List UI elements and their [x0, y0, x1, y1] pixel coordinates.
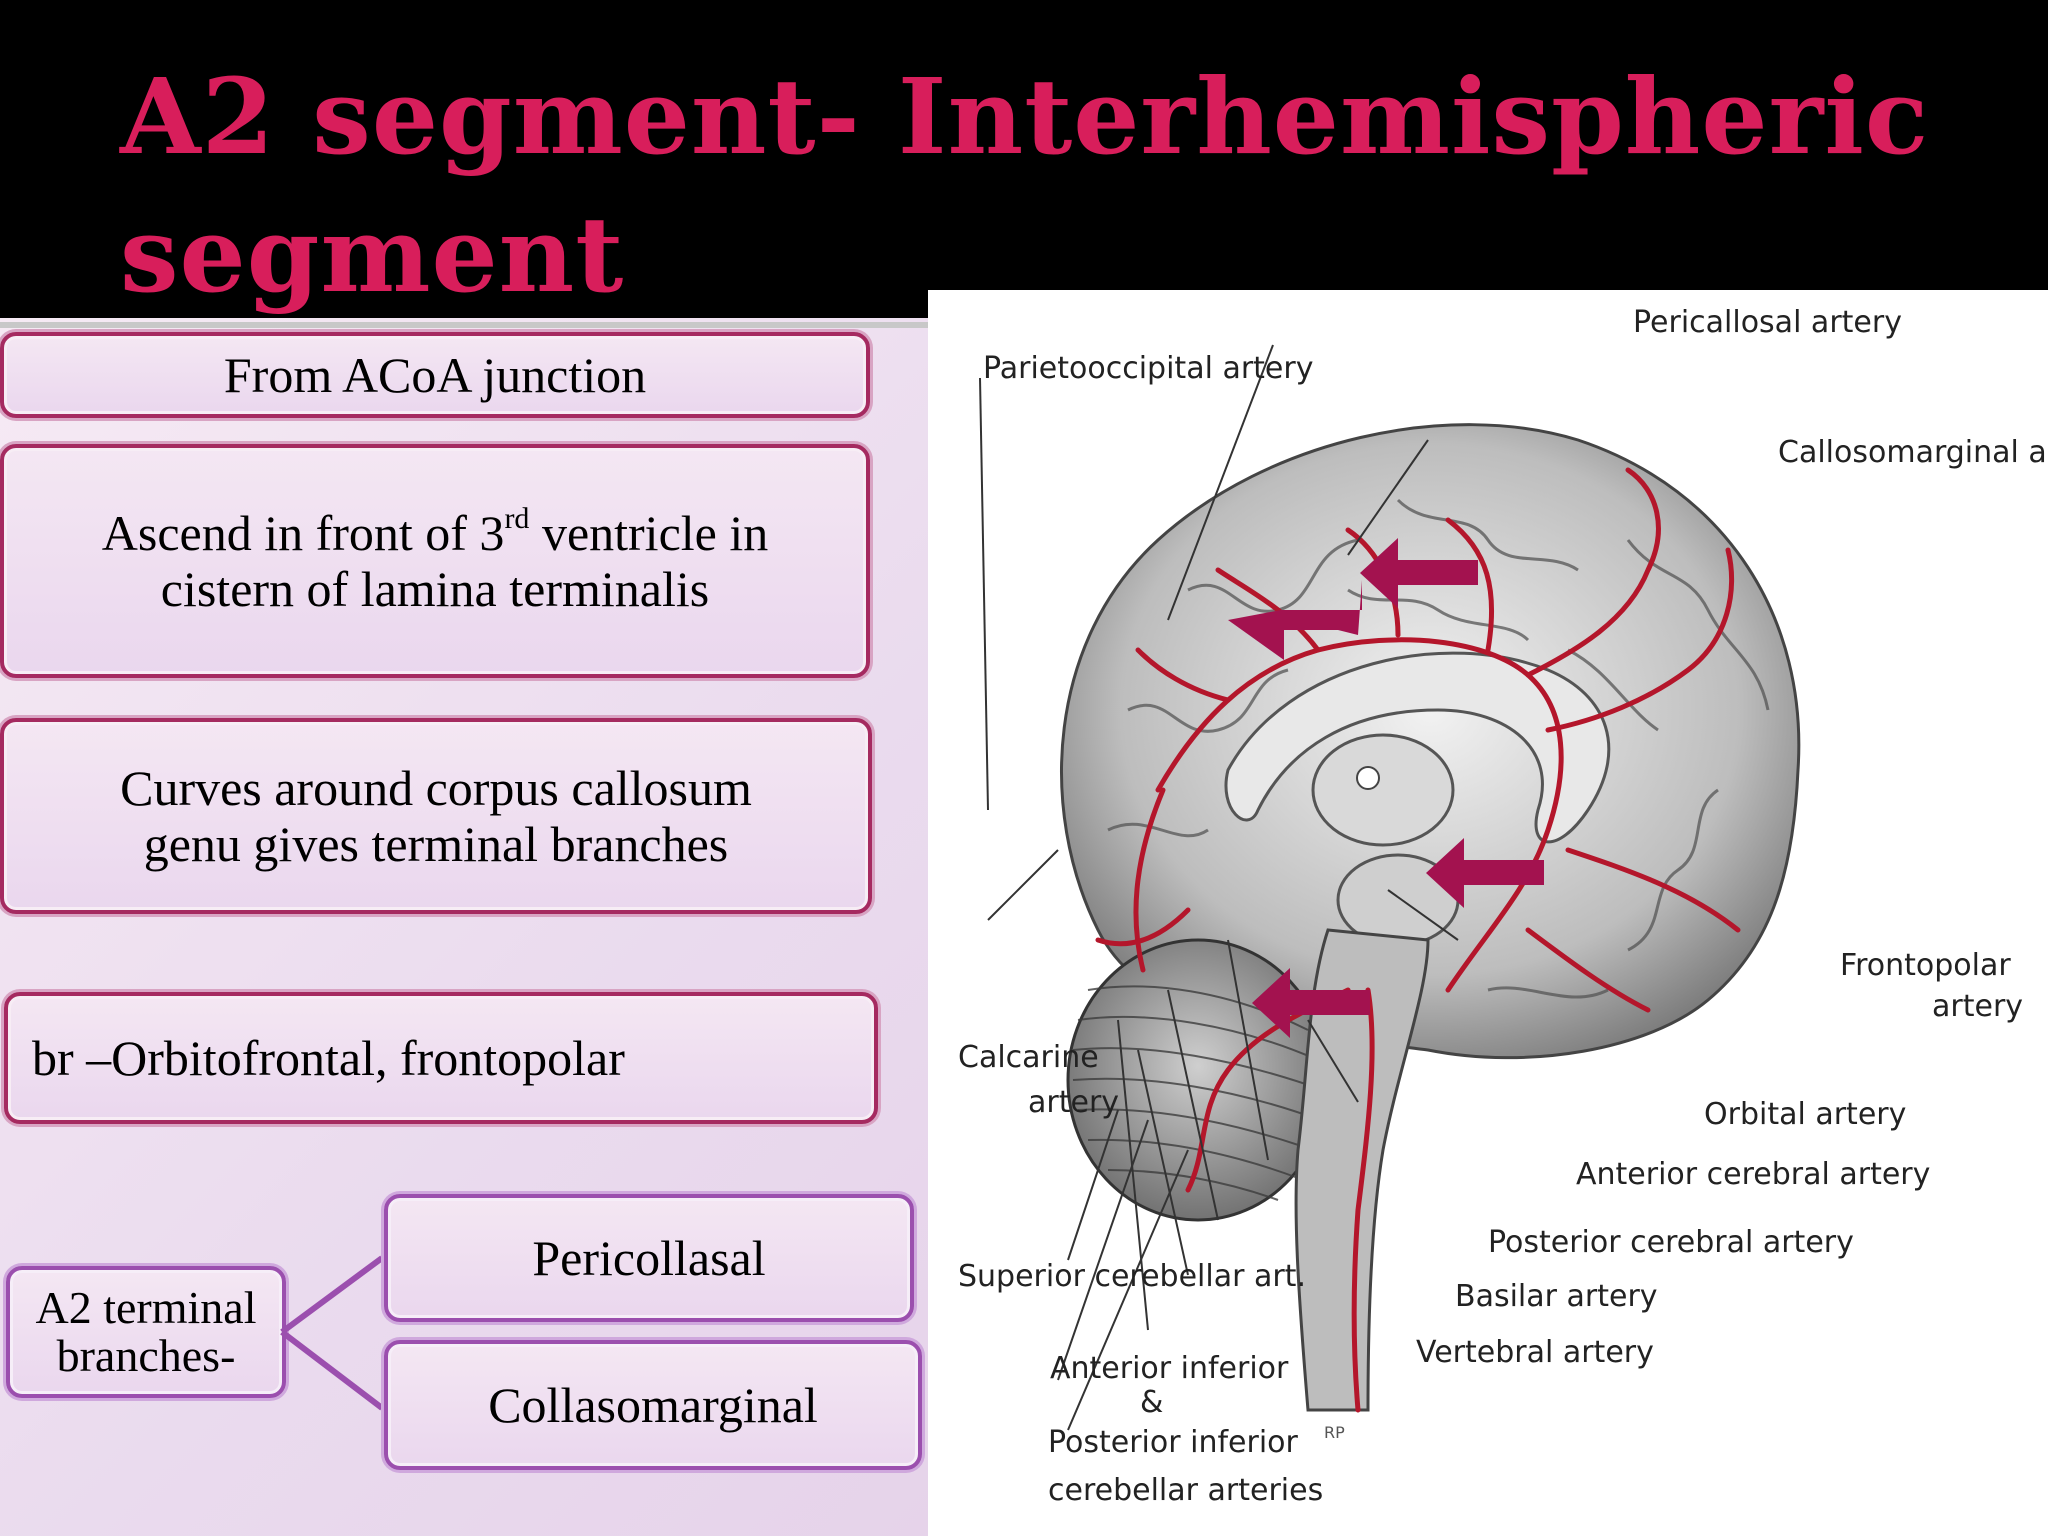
box-ascend: Ascend in front of 3rd ventricle in cist… — [0, 444, 870, 678]
label-frontopolar-1: Frontopolar — [1840, 948, 2011, 983]
brain-figure-panel: Pericallosal artery Parietooccipital art… — [928, 290, 2048, 1536]
label-parietooccipital: Parietooccipital artery — [983, 351, 1313, 386]
box-from-acoa-text: From ACoA junction — [223, 347, 647, 403]
title-line-2: segment — [120, 193, 625, 316]
box-curves-text: Curves around corpus callosum genu gives… — [120, 760, 752, 872]
leader-lines — [979, 344, 1459, 1431]
box-from-acoa: From ACoA junction — [0, 332, 870, 418]
branch-child-collasomarginal: Collasomarginal — [384, 1340, 922, 1470]
illustrator-initials: RP — [1324, 1423, 1345, 1442]
slide-title: A2 segment- Interhemispheric segment — [120, 48, 1929, 324]
box-ascend-text: Ascend in front of 3rd ventricle in cist… — [101, 502, 769, 617]
branch-child-pericollasal: Pericollasal — [384, 1194, 914, 1322]
branch-root-line-1: A2 terminal — [35, 1282, 257, 1333]
branch-root-text: A2 terminal branches- — [36, 1284, 257, 1380]
title-line-1: A2 segment- Interhemispheric — [120, 55, 1930, 178]
thalamus — [1311, 733, 1455, 847]
label-pericallosal: Pericallosal artery — [1633, 305, 1902, 340]
box-branches: br –Orbitofrontal, frontopolar — [4, 992, 878, 1124]
arrow-frontopolar — [1426, 838, 1544, 908]
ascend-part-1: Ascend in front of 3 — [101, 505, 505, 561]
curves-line-1: Curves around corpus callosum — [120, 760, 752, 816]
branch-connector — [280, 1255, 384, 1411]
branch-child-collasomarginal-text: Collasomarginal — [488, 1377, 818, 1433]
figure-labels: Pericallosal artery Parietooccipital art… — [958, 305, 2048, 1508]
ascend-part-2: ventricle in — [529, 505, 769, 561]
curves-line-2: genu gives terminal branches — [143, 816, 729, 872]
label-calcarine-2: artery — [1028, 1085, 1119, 1120]
corpus-callosum — [1224, 651, 1611, 844]
label-callosomarginal: Callosomarginal artery — [1778, 435, 2048, 470]
label-orbital: Orbital artery — [1704, 1097, 1906, 1132]
branch-root-line-2: branches- — [56, 1330, 236, 1381]
branch-child-pericollasal-text: Pericollasal — [532, 1230, 766, 1286]
arrow-callosomarginal — [1360, 538, 1478, 608]
box-curves: Curves around corpus callosum genu gives… — [0, 718, 872, 914]
callout-arrows — [1228, 538, 1544, 1038]
brain-illustration: Pericallosal artery Parietooccipital art… — [958, 305, 2048, 1508]
label-frontopolar-2: artery — [1932, 989, 2023, 1024]
label-ampersand: & — [1140, 1385, 1163, 1420]
label-posterior-inferior: Posterior inferior — [1048, 1425, 1299, 1460]
label-superior-cerebellar: Superior cerebellar art. — [958, 1259, 1306, 1294]
label-vertebral: Vertebral artery — [1416, 1335, 1654, 1370]
box-branches-text: br –Orbitofrontal, frontopolar — [32, 1030, 625, 1086]
arrow-pericallosal — [1228, 580, 1362, 660]
label-basilar: Basilar artery — [1455, 1279, 1658, 1314]
label-anterior-cerebral: Anterior cerebral artery — [1576, 1157, 1930, 1192]
label-calcarine-1: Calcarine — [958, 1040, 1099, 1075]
artery-network — [1095, 467, 1741, 1413]
arrow-orbital — [1252, 968, 1370, 1038]
panel-divider — [0, 322, 928, 328]
title-bar: A2 segment- Interhemispheric segment — [0, 0, 2048, 322]
label-anterior-inferior: Anterior inferior — [1050, 1351, 1289, 1386]
ascend-line-2: cistern of lamina terminalis — [160, 561, 710, 617]
ascend-superscript: rd — [504, 502, 530, 536]
label-posterior-cerebral: Posterior cerebral artery — [1488, 1225, 1854, 1260]
label-cerebellar-arteries: cerebellar arteries — [1048, 1473, 1323, 1508]
branch-root-box: A2 terminal branches- — [6, 1266, 286, 1398]
